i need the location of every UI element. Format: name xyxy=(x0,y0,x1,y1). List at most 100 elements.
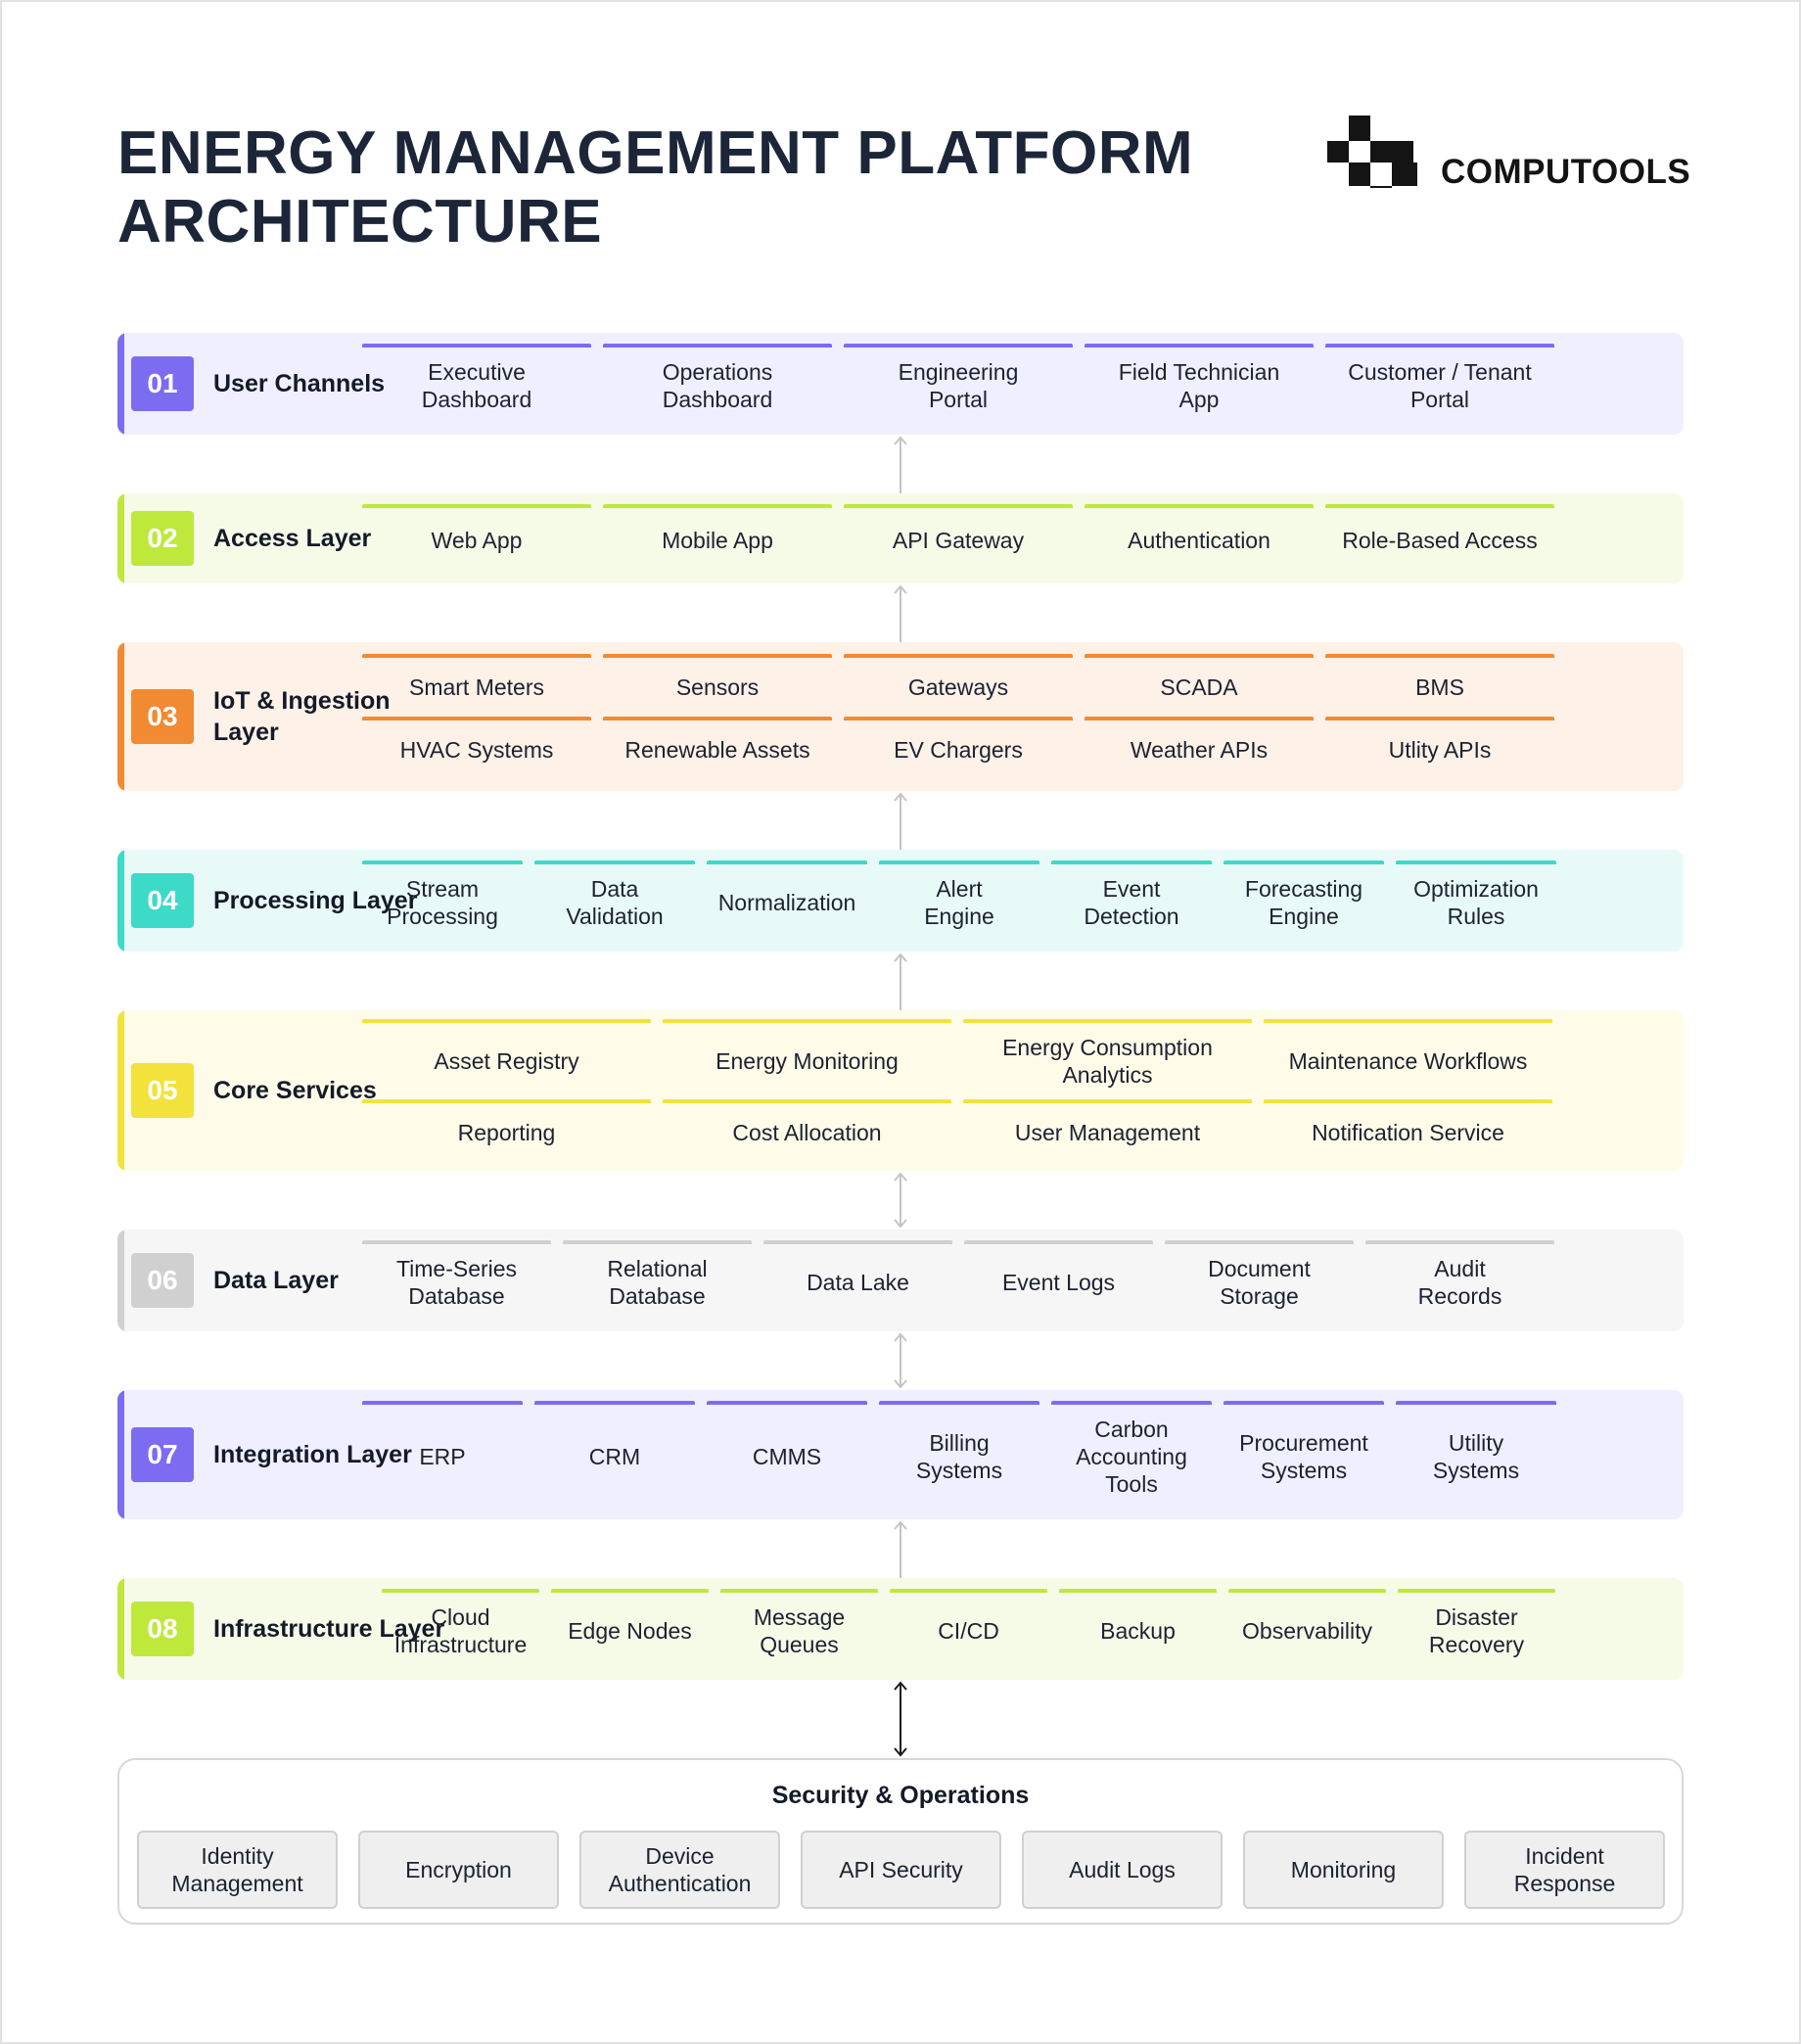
title-line-1: ENERGY MANAGEMENT PLATFORM xyxy=(117,119,1194,187)
component-cmms: CMMS xyxy=(707,1401,867,1509)
layer-name: Integration Layer xyxy=(213,1441,412,1468)
component-smart-meters: Smart Meters xyxy=(362,654,591,717)
component-event-logs: Event Logs xyxy=(964,1240,1153,1321)
component-energy-monitoring: Energy Monitoring xyxy=(663,1019,951,1099)
component-backup: Backup xyxy=(1059,1589,1217,1669)
layer-name: Processing Layer xyxy=(213,887,418,914)
component-maintenance-workflows: Maintenance Workflows xyxy=(1264,1019,1552,1099)
layer-number-badge: 05 xyxy=(131,1063,194,1118)
security-item-audit-logs: Audit Logs xyxy=(1022,1831,1223,1909)
bidirectional-arrow-icon xyxy=(894,1331,907,1390)
layer-name: Access Layer xyxy=(213,525,372,552)
component-sensors: Sensors xyxy=(603,654,832,717)
layer-name: Infrastructure Layer xyxy=(213,1615,445,1643)
bidirectional-arrow-icon xyxy=(894,1171,907,1230)
component-utlity-apis: Utlity APIs xyxy=(1325,717,1554,779)
layer-accent-bar xyxy=(117,333,124,435)
component-reporting: Reporting xyxy=(362,1099,651,1162)
computools-logo-icon xyxy=(1327,116,1417,188)
component-api-gateway: API Gateway xyxy=(844,504,1073,573)
component-crm: CRM xyxy=(534,1401,695,1509)
component-normalization: Normalization xyxy=(707,860,867,941)
up-arrow-icon xyxy=(894,791,907,850)
security-item-encryption: Encryption xyxy=(358,1831,559,1909)
component-asset-registry: Asset Registry xyxy=(362,1019,651,1099)
up-arrow-icon xyxy=(894,435,907,493)
security-item-api-security: API Security xyxy=(801,1831,1001,1909)
layer-number-badge: 03 xyxy=(131,689,194,744)
layer-name: Core Services xyxy=(213,1077,377,1104)
security-operations-title: Security & Operations xyxy=(771,1782,1030,1809)
component-notification-service: Notification Service xyxy=(1264,1099,1552,1162)
component-user-management: User Management xyxy=(963,1099,1252,1162)
component-observability: Observability xyxy=(1228,1589,1386,1669)
component-ci-cd: CI/CD xyxy=(890,1589,1047,1669)
layer-number-badge: 06 xyxy=(131,1253,194,1308)
up-arrow-icon xyxy=(894,1519,907,1578)
component-web-app: Web App xyxy=(362,504,591,573)
layer-name: Data Layer xyxy=(213,1267,339,1294)
component-role-based-access: Role-Based Access xyxy=(1325,504,1554,573)
security-item-monitoring: Monitoring xyxy=(1243,1831,1444,1909)
component-authentication: Authentication xyxy=(1085,504,1314,573)
up-arrow-icon xyxy=(894,952,907,1010)
layer-name: User Channels xyxy=(213,370,386,397)
layer-number-badge: 01 xyxy=(131,356,194,411)
layer-number-badge: 07 xyxy=(131,1427,194,1482)
title-line-2: ARCHITECTURE xyxy=(117,188,603,256)
layer-accent-bar xyxy=(117,1230,124,1331)
component-gateways: Gateways xyxy=(844,654,1073,717)
component-ev-chargers: EV Chargers xyxy=(844,717,1073,779)
up-arrow-icon xyxy=(894,583,907,642)
layer-accent-bar xyxy=(117,1390,124,1519)
computools-logo: COMPUTOOLS xyxy=(1327,116,1691,194)
component-hvac-systems: HVAC Systems xyxy=(362,717,591,779)
layer-number-badge: 02 xyxy=(131,511,194,566)
component-renewable-assets: Renewable Assets xyxy=(603,717,832,779)
layer-accent-bar xyxy=(117,493,124,583)
logo-text: COMPUTOOLS xyxy=(1441,153,1691,191)
component-erp: ERP xyxy=(362,1401,523,1509)
layer-accent-bar xyxy=(117,642,124,791)
layer-number-badge: 04 xyxy=(131,873,194,928)
layer-accent-bar xyxy=(117,850,124,952)
